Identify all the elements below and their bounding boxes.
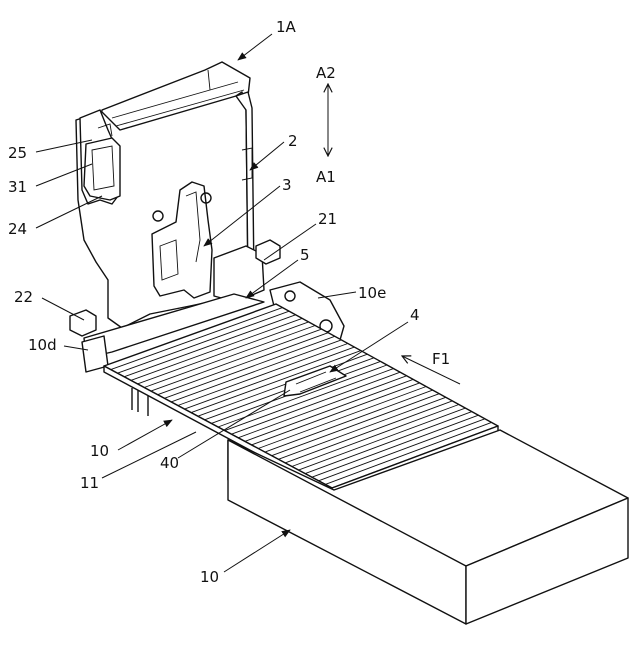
label-11: 11 [80, 474, 99, 492]
label-a2: A2 [316, 64, 336, 82]
label-1a: 1A [276, 18, 297, 36]
leader-22 [42, 298, 84, 320]
label-10-lower: 10 [200, 568, 219, 586]
left-peg [70, 310, 96, 336]
leader-10-lower [224, 530, 290, 572]
label-22: 22 [14, 288, 33, 306]
leader-1a [238, 34, 272, 60]
lock-plate [84, 138, 120, 200]
label-10-upper: 10 [90, 442, 109, 460]
label-31: 31 [8, 178, 27, 196]
label-a1: A1 [316, 168, 336, 186]
label-4: 4 [410, 306, 420, 324]
leader-2 [250, 142, 284, 170]
label-3: 3 [282, 176, 292, 194]
leader-10-upper [118, 420, 172, 450]
label-21: 21 [318, 210, 337, 228]
label-2: 2 [288, 132, 298, 150]
leader-11 [102, 432, 196, 478]
direction-arrows [328, 84, 460, 384]
leader-10e [318, 292, 356, 298]
label-25: 25 [8, 144, 27, 162]
label-5: 5 [300, 246, 310, 264]
label-40: 40 [160, 454, 179, 472]
label-f1: F1 [432, 350, 450, 368]
label-24: 24 [8, 220, 27, 238]
label-10d: 10d [28, 336, 57, 354]
label-10e: 10e [358, 284, 386, 302]
